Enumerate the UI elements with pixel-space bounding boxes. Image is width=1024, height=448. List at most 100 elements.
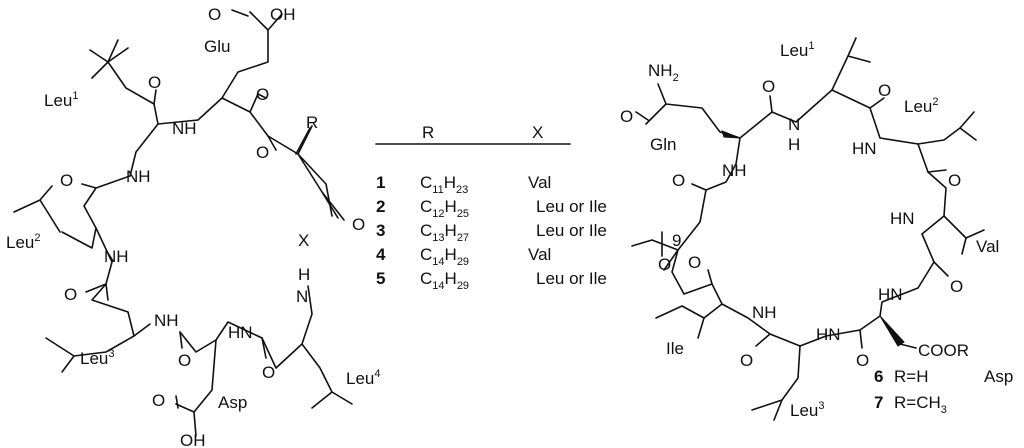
right-hn-2: HN [852,139,877,158]
left-x-group: X [298,231,309,250]
right-o-6: O [740,351,753,370]
right-residue-ile: Ile [666,339,684,358]
right-hn-4: HN [878,285,903,304]
right-ring-backbone [671,89,947,347]
right-co-7 [707,269,713,285]
table-row-x-value: Val [528,173,551,192]
left-o-3: O [64,285,77,304]
left-o-2: O [60,171,73,190]
right-wedge-gln [721,130,741,139]
left-o-5: O [262,363,275,382]
table-row-number: 5 [376,269,385,288]
right-o-4: O [950,277,963,296]
right-o-1: O [762,77,775,96]
right-residue-leu2: Leu2 [904,96,939,116]
right-residue-leu3: Leu3 [790,400,825,420]
table-row-formula: C14H29 [420,269,469,292]
right-coor: COOR [918,341,969,360]
right-o-7: O [688,253,701,272]
left-leu3-branch [45,337,75,373]
left-o-lipid: O [352,215,365,234]
left-residue-asp: Asp [218,393,247,412]
right-o-8: O [672,171,685,190]
left-co-2 [81,183,97,189]
table-row-x-value: Leu or Ile [536,221,607,240]
left-residue-leu3: Leu3 [80,348,115,368]
left-glu-carbonyl-o: O [208,5,221,24]
left-co-3 [85,283,107,293]
left-nh-1: NH [172,119,197,138]
right-gln-o: O [620,107,633,126]
compound-6-label: R=H [894,367,928,386]
right-co-1 [769,95,773,113]
left-co-1 [153,89,157,105]
table-row-formula: C14H29 [420,245,469,268]
right-co-5 [859,329,863,349]
left-residue-leu1: Leu1 [44,90,79,110]
left-residue-leu2: Leu2 [6,232,41,252]
right-nh-6: NH [752,303,777,322]
left-co-5 [261,337,267,359]
left-nh-4: NH [154,311,179,330]
left-glu-sidechain [221,11,283,99]
table-row-number: 1 [376,173,385,192]
right-co-6 [755,333,771,347]
right-wedge-asp [879,315,905,347]
left-glu-co-double [231,9,249,17]
table-row-number: 3 [376,221,385,240]
left-glu-oh: OH [270,5,296,24]
left-o-1: O [148,73,161,92]
right-co-2 [869,97,885,109]
right-nh2: NH2 [648,61,679,84]
table-row-x-value: Val [528,245,551,264]
right-gln-co-double [635,111,649,121]
left-o-ester: O [256,143,269,162]
right-hn-5: HN [816,325,841,344]
table-row-number: 2 [376,197,385,216]
table-header-x: X [532,123,543,142]
right-o-3: O [948,171,961,190]
right-asp-branch [899,343,917,349]
right-co-3 [927,169,947,173]
compound-6-residue: Asp [984,367,1013,386]
left-lipid-chain [267,127,345,221]
right-hn-3: HN [890,209,915,228]
right-o-ether: O [658,255,671,274]
right-nh-8: NH [722,161,747,180]
right-lipid-chain [631,231,679,271]
table-row-formula: C12H25 [420,197,469,220]
right-o-5: O [856,351,869,370]
left-hn-5: HN [228,323,253,342]
table-row-formula: C11H23 [420,173,468,196]
left-r-group: R [306,113,318,132]
left-asp-oh: OH [180,431,206,448]
right-macrocycle: NH2 O Gln 9 O N H Leu1 O Leu2 HN O [620,37,1013,421]
right-leu3-branch [751,345,801,421]
left-leu4-branch [311,391,353,409]
table-row-x-value: Leu or Ile [536,197,607,216]
compound-7-number: 7 [874,393,883,412]
right-residue-val: Val [976,237,999,256]
table-row-formula: C13H27 [420,221,469,244]
left-o-ester-carbonyl: O [256,85,269,104]
left-nh-vertical-n: N [296,287,308,306]
table-header-r: R [422,123,434,142]
table-row-x-value: Leu or Ile [536,269,607,288]
compound-6-number: 6 [874,367,883,386]
left-asp-o: O [152,391,165,410]
left-nh-3: NH [104,247,129,266]
left-co-4 [179,331,183,349]
left-co-ester [257,93,267,99]
right-ile-branch [655,303,723,339]
right-co-4 [933,261,949,277]
left-asp-co-double [175,395,179,409]
left-asp-sidechain [175,339,217,437]
right-residue-leu1: Leu1 [780,40,815,60]
left-o-4: O [178,351,191,370]
right-val-branch [943,215,985,255]
left-ring-backbone [61,39,333,393]
right-chain-repeat: 9 [672,231,681,250]
right-leu1-branch [831,37,871,91]
